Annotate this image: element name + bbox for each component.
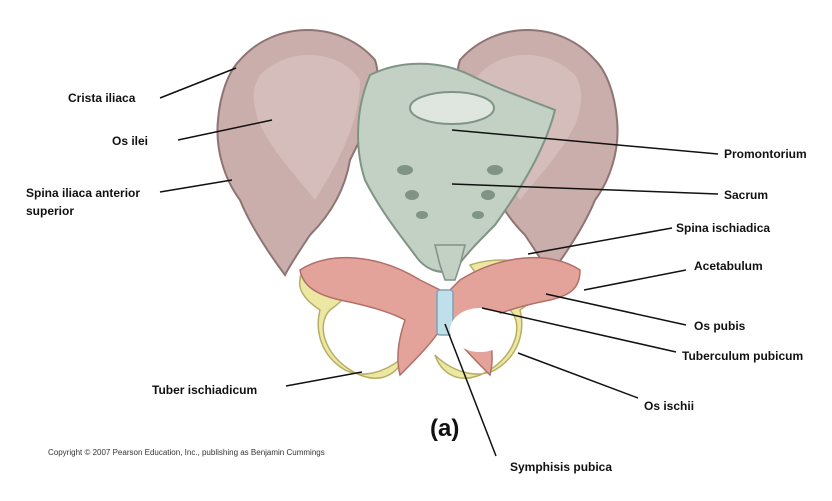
label-os-ischii: Os ischii: [644, 399, 695, 413]
label-sacrum: Sacrum: [724, 188, 769, 202]
sacral-foramen: [397, 165, 413, 175]
leader-crista-iliaca: [159, 67, 237, 99]
figure-caption: (a): [430, 415, 460, 442]
label-spina-iliaca-line2: superior: [26, 204, 75, 218]
label-crista-iliaca: Crista iliaca: [68, 91, 136, 105]
leader-symphisis-pubica: [444, 323, 497, 457]
label-spina-ischiadica: Spina ischiadica: [676, 221, 771, 235]
copyright-notice: Copyright © 2007 Pearson Education, Inc.…: [48, 448, 325, 457]
label-os-pubis: Os pubis: [694, 319, 746, 333]
leader-spina-iliaca: [159, 179, 233, 193]
leader-promontorium: [451, 129, 719, 155]
sacral-foramen: [472, 211, 484, 219]
leader-acetabulum: [583, 269, 687, 291]
leader-os-ilei: [177, 119, 273, 141]
label-os-ilei: Os ilei: [112, 134, 149, 148]
sacral-foramen: [487, 165, 503, 175]
leader-lines: [159, 67, 719, 457]
sacral-foramen: [481, 190, 495, 200]
leader-os-pubis: [545, 293, 687, 326]
left-ilium-fossa: [253, 54, 360, 200]
label-promontorium: Promontorium: [724, 147, 807, 161]
left-pubis: [299, 256, 441, 377]
label-spina-iliaca-line1: Spina iliaca anterior: [26, 186, 141, 200]
label-symphisis-pubica: Symphisis pubica: [510, 460, 613, 474]
label-tuberculum-pubicum: Tuberculum pubicum: [682, 349, 804, 363]
sacral-foramen: [416, 211, 428, 219]
leader-tuberculum-pubicum: [481, 307, 677, 353]
sacral-foramen: [405, 190, 419, 200]
coccyx: [434, 244, 466, 281]
leader-tuber-ischiadicum: [285, 371, 363, 387]
sacrum: [357, 62, 557, 273]
left-obturator-foramen: [335, 308, 395, 352]
sacral-base: [409, 91, 495, 125]
label-tuber-ischiadicum: Tuber ischiadicum: [152, 383, 258, 397]
label-acetabulum: Acetabulum: [694, 259, 763, 273]
leader-os-ischii: [517, 352, 639, 399]
leader-spina-ischiadica: [527, 227, 673, 255]
right-obturator-foramen: [450, 308, 510, 352]
leader-sacrum: [451, 183, 719, 195]
pubic-symphysis: [436, 289, 454, 336]
